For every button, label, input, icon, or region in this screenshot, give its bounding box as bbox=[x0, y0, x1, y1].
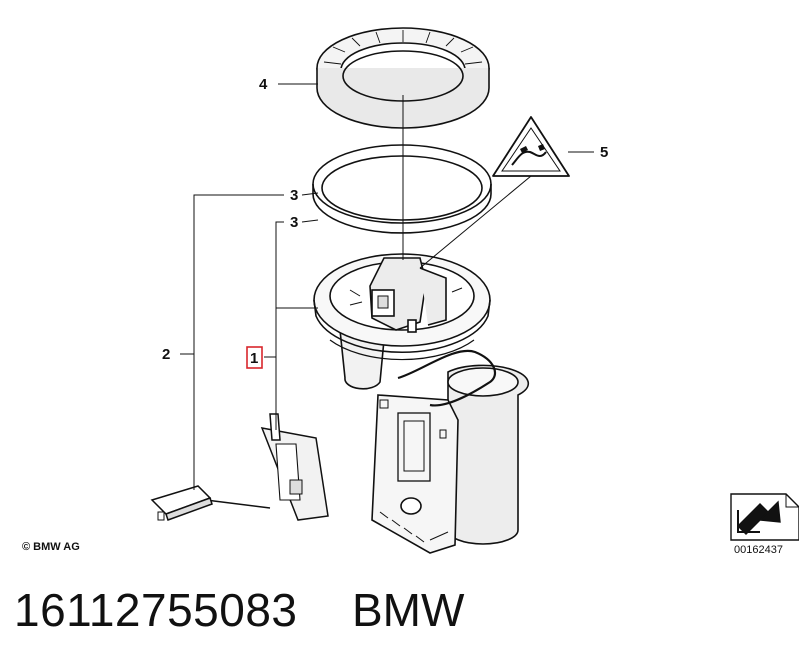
part-1-fuel-pump-housing bbox=[313, 253, 530, 554]
callout-2[interactable]: 2 bbox=[162, 346, 170, 363]
page-arrow-icon[interactable] bbox=[730, 493, 799, 541]
callout-3-lower[interactable]: 3 bbox=[290, 214, 298, 231]
copyright-label: © BMW AG bbox=[22, 541, 80, 553]
part-5-warning-label bbox=[492, 116, 570, 177]
callout-4[interactable]: 4 bbox=[259, 76, 268, 93]
part-3-gasket bbox=[312, 144, 492, 234]
callout-1[interactable]: 1 bbox=[250, 350, 258, 367]
callout-5[interactable]: 5 bbox=[600, 144, 608, 161]
part-number: 16112755083 bbox=[14, 584, 298, 636]
leader-lines bbox=[180, 83, 594, 490]
diagram-id-label: 00162437 bbox=[734, 544, 783, 556]
part-2-level-sensor bbox=[150, 413, 329, 521]
brand-name: BMW bbox=[352, 584, 465, 636]
callout-3-upper[interactable]: 3 bbox=[290, 187, 298, 204]
callout-1-highlight bbox=[246, 346, 263, 369]
